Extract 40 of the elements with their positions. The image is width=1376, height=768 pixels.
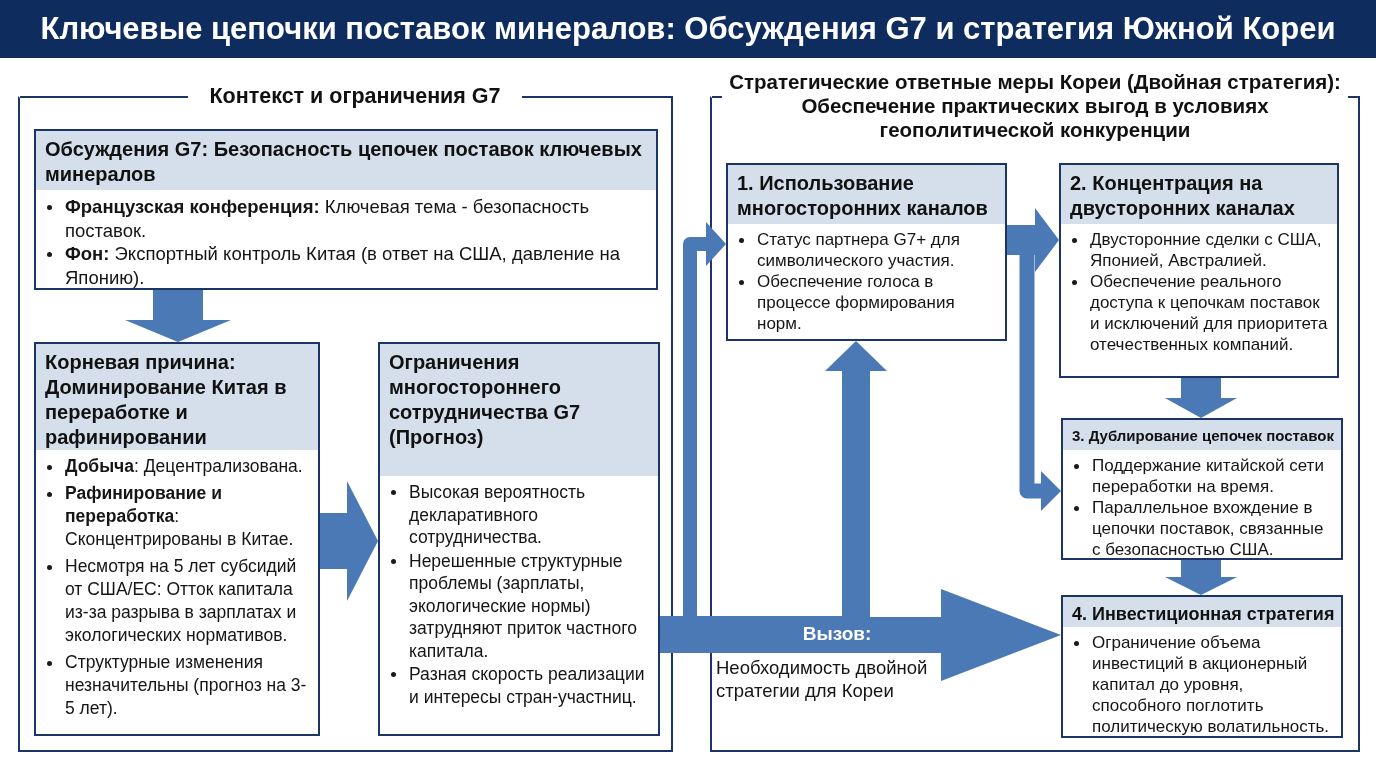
card-heading: Обсуждения G7: Безопасность цепочек поставок ключевых минералов [36, 131, 656, 190]
bullet-text: Обеспечение голоса в процессе формирования норм. [757, 271, 956, 334]
info-card [34, 129, 658, 290]
block-arrow [320, 481, 378, 601]
card-heading: 4. Инвестиционная стратегия [1063, 597, 1341, 627]
bullet-text: Несмотря на 5 лет субсидий от США/ЕС: Отток капитала из-за разрыва в зарплатах и экологических нормативов. [65, 555, 298, 647]
section-title: Стратегические ответные меры Кореи (Двойная стратегия): Обеспечение практических выгод в условиях геополитической конкуренции [728, 70, 1342, 142]
bullet-text: Французская конференция: Ключевая тема - безопасность поставок. [65, 195, 591, 242]
section-title: Контекст и ограничения G7 [208, 83, 502, 109]
bullet-text: Нерешенные структурные проблемы (зарплаты, экологические нормы) затрудняют приток частного капитала. [409, 549, 638, 662]
block-arrow [1165, 560, 1237, 595]
card-heading: 2. Концентрация на двусторонних каналах [1061, 165, 1337, 224]
block-arrow [125, 290, 231, 342]
bullet-text: Добыча: Децентрализована. [65, 455, 304, 478]
block-arrow [1165, 378, 1237, 418]
card-heading: 1. Использование многосторонних каналов [728, 165, 1005, 224]
bullet-text: Двусторонние сделки с США, Японией, Австралией. [1090, 229, 1323, 271]
card-heading: 3. Дублирование цепочек поставок [1063, 420, 1341, 450]
bullet-text: Статус партнера G7+ для символического участия. [757, 229, 961, 271]
card-heading: Ограничения многостороннего сотрудничества G7 (Прогноз) [380, 344, 658, 476]
bullet-text: Фон: Экспортный контроль Китая (в ответ на США, давление на Японию). [65, 242, 621, 289]
bullet-text: Рафинирование и переработка: Сконцентрированы в Китае. [65, 482, 295, 551]
bullet-text: Обеспечение реального доступа к цепочкам поставок и исключений для приоритета отечественных компаний. [1090, 271, 1329, 355]
bullet-text: Поддержание китайской сети переработки на время. [1092, 455, 1325, 497]
info-card [1061, 418, 1343, 560]
block-arrow [660, 589, 1061, 681]
title-banner: Ключевые цепочки поставок минералов: Обсуждения G7 и стратегия Южной Кореи [0, 0, 1376, 58]
challenge-text: Необходимость двойной стратегии для Кореи [716, 656, 929, 702]
bullet-text: Ограничение объема инвестиций в акционерный капитал до уровня, способного поглотить политическую волатильность. [1092, 632, 1331, 737]
info-card [378, 342, 660, 736]
bullet-text: Высокая вероятность декларативного сотрудничества. [409, 481, 587, 549]
info-card [34, 342, 320, 736]
block-arrow [1007, 208, 1059, 272]
card-heading: Корневая причина: Доминирование Китая в переработке и рафинировании [36, 344, 318, 450]
info-card [1061, 595, 1343, 738]
bullet-text: Параллельное вхождение в цепочки поставок, связанные с безопасностью США. [1092, 497, 1325, 560]
info-card [1059, 163, 1339, 378]
bullet-text: Структурные изменения незначительны (прогноз на 3-5 лет). [65, 651, 308, 720]
info-card [726, 163, 1007, 341]
bullet-text: Разная скорость реализации и интересы стран-участниц. [409, 663, 646, 708]
